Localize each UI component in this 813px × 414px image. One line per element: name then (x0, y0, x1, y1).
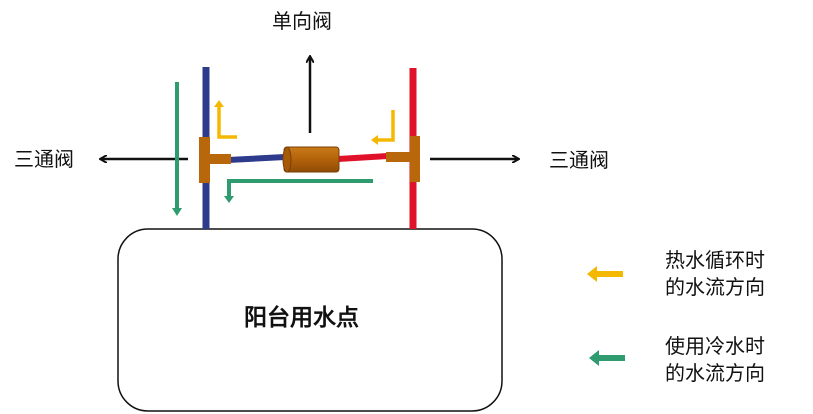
legend-cold-text: 使用冷水时 的水流方向 (665, 333, 765, 387)
left-three-way-valve-label: 三通阀 (14, 147, 74, 171)
water-point-box (117, 228, 503, 412)
check-valve-label: 单向阀 (272, 9, 332, 33)
legend-cold-arrow (589, 350, 625, 366)
hot-flow-arrow-right (371, 110, 395, 145)
cold-connector-pipe (227, 154, 286, 163)
legend-hot-arrow (587, 266, 623, 282)
cold-flow-arrow-vertical (172, 82, 182, 216)
check-valve-body (282, 146, 340, 173)
right-three-way-valve (386, 136, 420, 182)
legend-hot-line1: 热水循环时 (665, 248, 765, 272)
legend-cold-line2: 的水流方向 (665, 361, 765, 385)
legend-cold-line1: 使用冷水时 (665, 334, 765, 358)
cold-flow-arrow-bend (224, 179, 373, 203)
right-three-way-valve-label: 三通阀 (549, 148, 609, 172)
left-three-way-valve (199, 137, 231, 183)
hot-flow-arrow-left (214, 100, 237, 139)
water-point-label: 阳台用水点 (244, 305, 359, 331)
legend-hot-line2: 的水流方向 (665, 275, 765, 299)
hot-connector-pipe (337, 153, 389, 162)
legend-hot-text: 热水循环时 的水流方向 (665, 247, 765, 301)
